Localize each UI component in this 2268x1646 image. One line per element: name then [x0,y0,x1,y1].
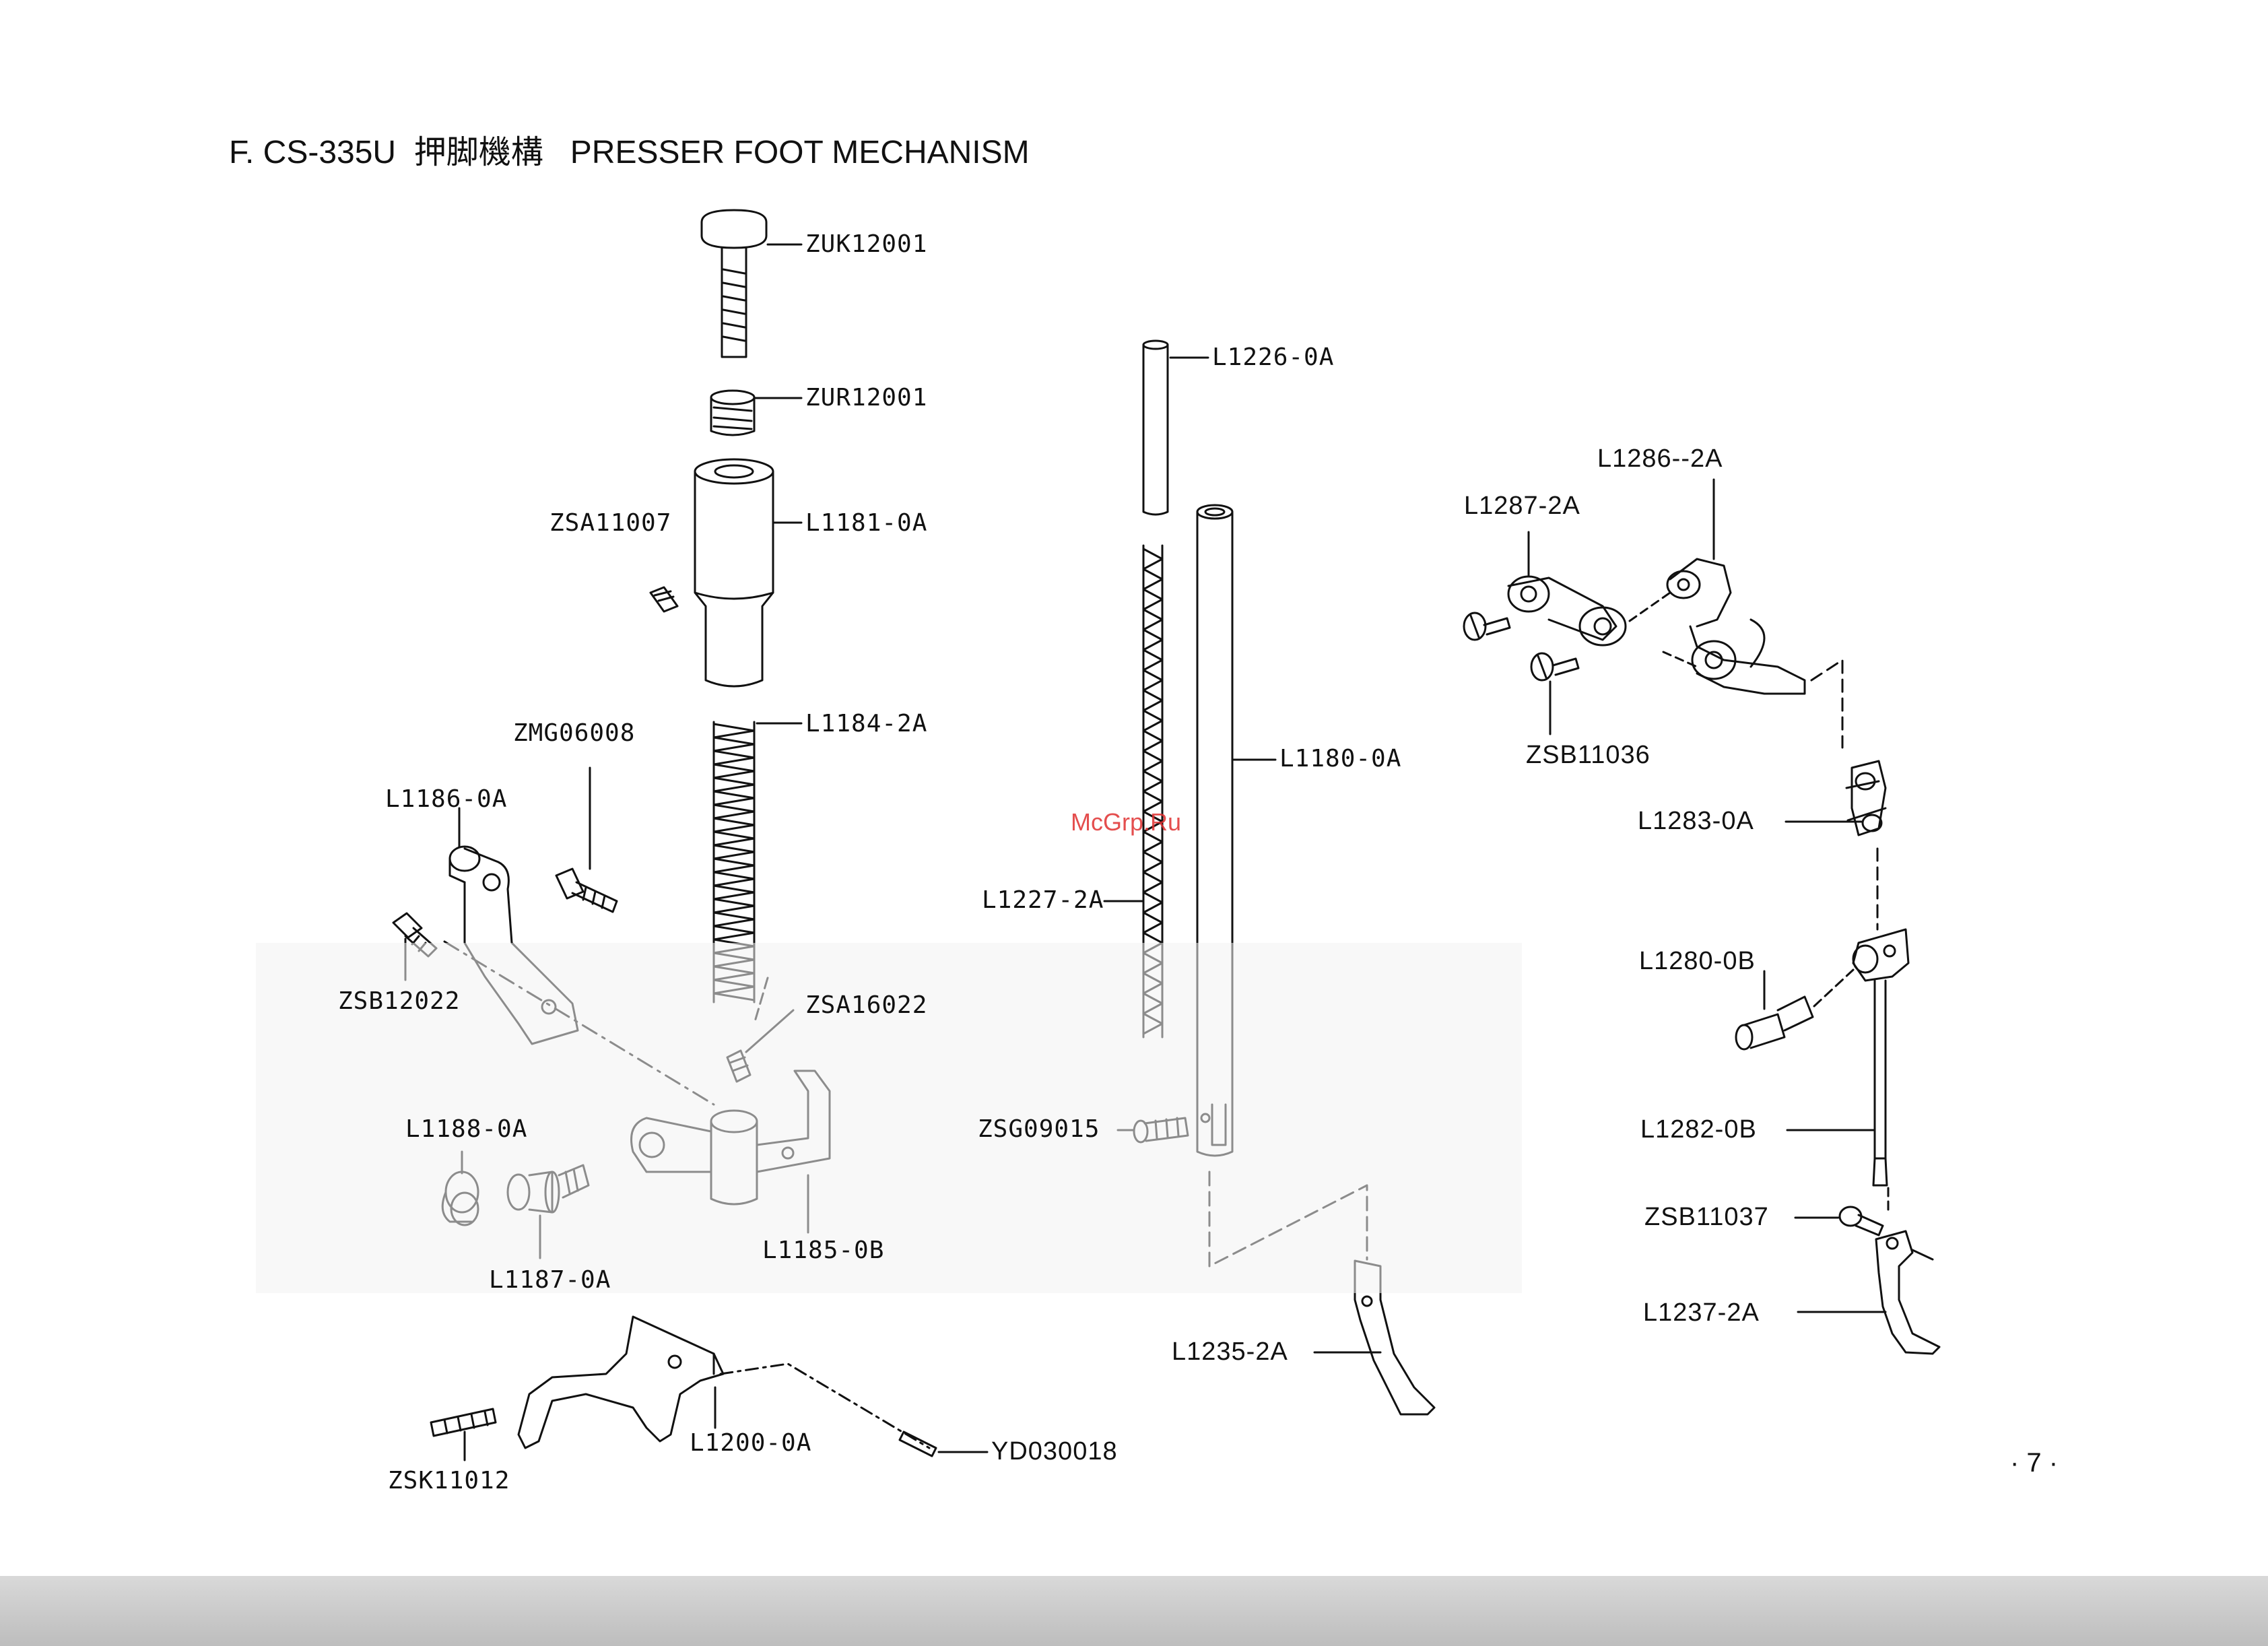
part-zuk12001-shape [700,209,768,358]
page-title: F. CS-335U 押脚機構 PRESSER FOOT MECHANISM [229,135,1030,170]
part-yd030018-shape [898,1430,937,1457]
label-zsg09015: ZSG09015 [978,1115,1100,1143]
part-zsb11037-shape [1838,1206,1884,1237]
part-l1226-shape [1142,339,1169,516]
part-l1181-shape [694,458,774,688]
part-l1286-shape [1666,558,1806,695]
scan-edge [0,1576,2268,1646]
label-l1200: L1200-0A [690,1429,812,1457]
part-zur12001-shape [710,389,756,436]
label-zsa11007: ZSA11007 [549,509,672,537]
label-l1282: L1282-0B [1640,1115,1757,1144]
part-zmg06008-shape [555,867,618,913]
label-l1237: L1237-2A [1643,1298,1760,1327]
label-l1226: L1226-0A [1212,343,1335,371]
part-screw-left-shape [1463,612,1511,641]
label-l1227: L1227-2A [982,886,1104,914]
label-l1184: L1184-2A [805,710,928,737]
label-zsa16022: ZSA16022 [805,991,928,1019]
label-l1186: L1186-0A [385,785,508,813]
label-zuk12001: ZUK12001 [805,230,928,258]
label-l1181: L1181-0A [805,509,928,537]
label-zsb11037: ZSB11037 [1644,1203,1769,1231]
scan-shadow [256,943,1522,1293]
label-l1180: L1180-0A [1279,745,1402,772]
label-zmg06008: ZMG06008 [513,719,636,747]
part-l1280-shape [1735,995,1814,1051]
label-l1286: L1286--2A [1597,445,1723,473]
part-l1283-shape [1850,760,1887,836]
label-zsb11036: ZSB11036 [1526,741,1650,769]
part-zsa11007-shape [649,586,679,613]
label-zur12001: ZUR12001 [805,384,928,412]
label-l1235: L1235-2A [1172,1338,1288,1366]
label-l1187: L1187-0A [489,1266,611,1294]
part-zsk11012-shape [430,1408,497,1437]
part-l1282-shape [1852,928,1910,1187]
label-l1188: L1188-0A [405,1115,528,1143]
label-l1185: L1185-0B [762,1237,885,1264]
label-l1287: L1287-2A [1464,492,1580,520]
label-l1280: L1280-0B [1639,947,1756,975]
label-l1283: L1283-0A [1638,807,1754,835]
part-l1235-shape [1354,1259,1436,1416]
part-zsb11036-shape [1530,652,1580,682]
watermark: McGrp.Ru [1071,808,1182,836]
label-zsk11012: ZSK11012 [388,1467,510,1494]
label-zsb12022: ZSB12022 [338,987,461,1015]
part-l1200-shape [517,1315,725,1449]
page-number: · 7 · [2010,1448,2059,1478]
label-yd030018: YD030018 [991,1437,1118,1466]
part-l1237-shape [1875,1230,1941,1355]
part-l1287-shape [1507,575,1627,647]
